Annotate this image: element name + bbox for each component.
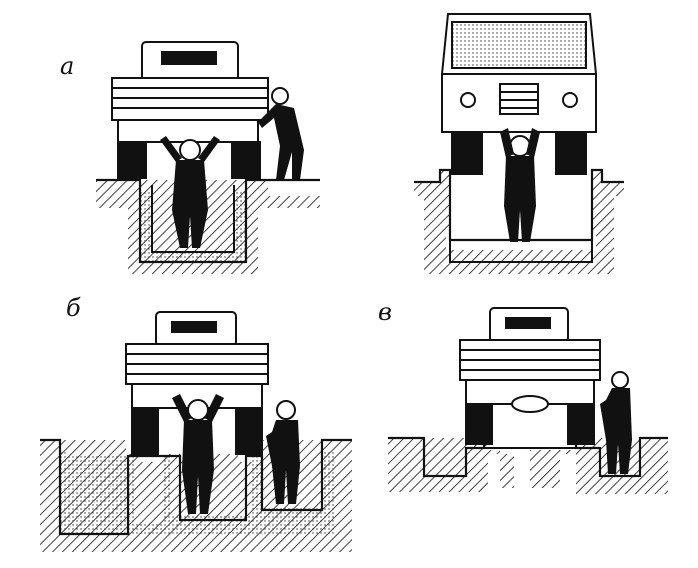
truck-rear-icon [125,311,269,455]
panel-a-right [414,13,624,274]
truck-rear-icon [111,41,269,179]
mechanic-figure-icon [500,128,540,242]
inspection-pit-icon [96,178,320,274]
inspection-pit-icon [388,436,668,494]
panel-label-b: б [66,294,81,322]
mechanic-figure-icon [266,400,300,504]
mechanic-figure-icon [160,136,220,248]
mechanic-figure-icon [600,371,632,474]
mechanic-figure-icon [172,394,224,514]
inspection-pit-icon [414,168,624,274]
panel-label-a: а [60,52,75,80]
truck-rear-icon [459,307,601,445]
panel-a [96,41,320,274]
panel-v [388,307,668,494]
truck-rear-icon [440,13,598,175]
panel-label-v: в [378,298,392,326]
mechanic-figure-icon [258,87,304,180]
panel-b [40,311,352,552]
